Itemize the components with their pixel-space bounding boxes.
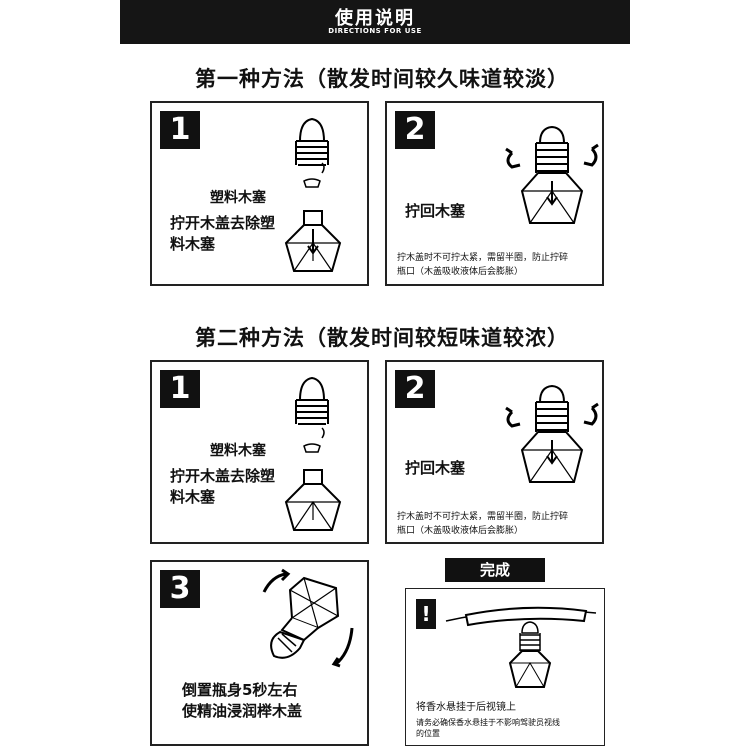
- instruction-line: 拧开木盖去除塑: [170, 214, 276, 232]
- bottle-inverted-icon: [262, 568, 354, 668]
- step-number: 1: [160, 370, 200, 408]
- method2-title: 第二种方法（散发时间较短味道较浓）: [195, 326, 569, 350]
- plug-label: 塑料木塞: [210, 443, 266, 459]
- step-number: 1: [160, 111, 200, 149]
- instruction-line: 倒置瓶身5秒左右: [182, 681, 298, 699]
- step-instruction: 拧开木盖去除塑 料木塞: [170, 213, 275, 255]
- instruction-line: 拧开木盖去除塑: [170, 467, 276, 485]
- step-instruction: 拧回木塞: [405, 202, 466, 220]
- method2-step1-panel: 1 塑料木塞 拧开木盖去除塑 料木塞: [150, 360, 369, 544]
- note-line: 请务必确保香水悬挂于不影响驾驶员视线: [416, 718, 560, 727]
- step-number: 3: [160, 570, 200, 608]
- instruction-line: 料木塞: [170, 488, 216, 506]
- note-line: 拧木盖时不可拧太紧，需留半圈，防止拧碎: [397, 253, 569, 263]
- method1-step1-panel: 1 塑料木塞 拧开木盖去除塑 料木塞: [150, 101, 369, 286]
- step-number: 2: [395, 370, 435, 408]
- step-note: 拧木盖时不可拧太紧，需留半圈，防止拧碎 瓶口（木盖吸收液体后会膨胀）: [397, 510, 568, 538]
- bottle-twist-icon: [505, 125, 599, 224]
- bottle-open-icon: [284, 376, 342, 531]
- note-line: 瓶口（木盖吸收液体后会膨胀）: [397, 267, 524, 277]
- instruction-line: 料木塞: [170, 235, 216, 253]
- method2-step3-panel: 3 倒置瓶身5秒左右 使精油浸润榉木盖: [150, 560, 369, 746]
- step-instruction: 倒置瓶身5秒左右 使精油浸润榉木盖: [182, 680, 302, 722]
- note-line: 的位置: [416, 729, 440, 738]
- done-caption: 将香水悬挂于后视镜上: [416, 702, 516, 713]
- done-note: 请务必确保香水悬挂于不影响驾驶员视线 的位置: [416, 717, 560, 739]
- step-number: 2: [395, 111, 435, 149]
- instruction-line: 使精油浸润榉木盖: [182, 702, 303, 720]
- warning-icon: !: [416, 599, 436, 629]
- note-line: 瓶口（木盖吸收液体后会膨胀）: [397, 526, 524, 536]
- bottle-open-icon: [284, 117, 342, 272]
- header-title: 使用说明: [335, 8, 415, 29]
- done-panel: ! 将香水悬挂于后视镜上 请务必确保香水悬挂于不影响驾驶员视线 的位置: [405, 588, 605, 746]
- step-instruction: 拧开木盖去除塑 料木塞: [170, 466, 275, 508]
- bottle-twist-icon: [505, 384, 599, 483]
- method1-title: 第一种方法（散发时间较久味道较淡）: [195, 67, 569, 91]
- plug-label: 塑料木塞: [210, 190, 266, 206]
- rearview-mirror-icon: [445, 606, 597, 688]
- method2-step2-panel: 2 拧回木塞 拧木盖时不可拧太紧，需留半圈，防止拧碎 瓶口（木盖吸收液体后会膨胀…: [385, 360, 604, 544]
- header-banner: 使用说明 DIRECTIONS FOR USE: [120, 0, 630, 44]
- step-instruction: 拧回木塞: [405, 459, 466, 477]
- note-line: 拧木盖时不可拧太紧，需留半圈，防止拧碎: [397, 512, 569, 522]
- step-note: 拧木盖时不可拧太紧，需留半圈，防止拧碎 瓶口（木盖吸收液体后会膨胀）: [397, 251, 568, 279]
- header-subtitle: DIRECTIONS FOR USE: [328, 27, 422, 35]
- method1-step2-panel: 2 拧回木塞 拧木盖时不可拧太紧，需留半圈，防止拧碎 瓶口（木盖吸收液体后会膨胀…: [385, 101, 604, 286]
- done-title: 完成: [445, 558, 545, 582]
